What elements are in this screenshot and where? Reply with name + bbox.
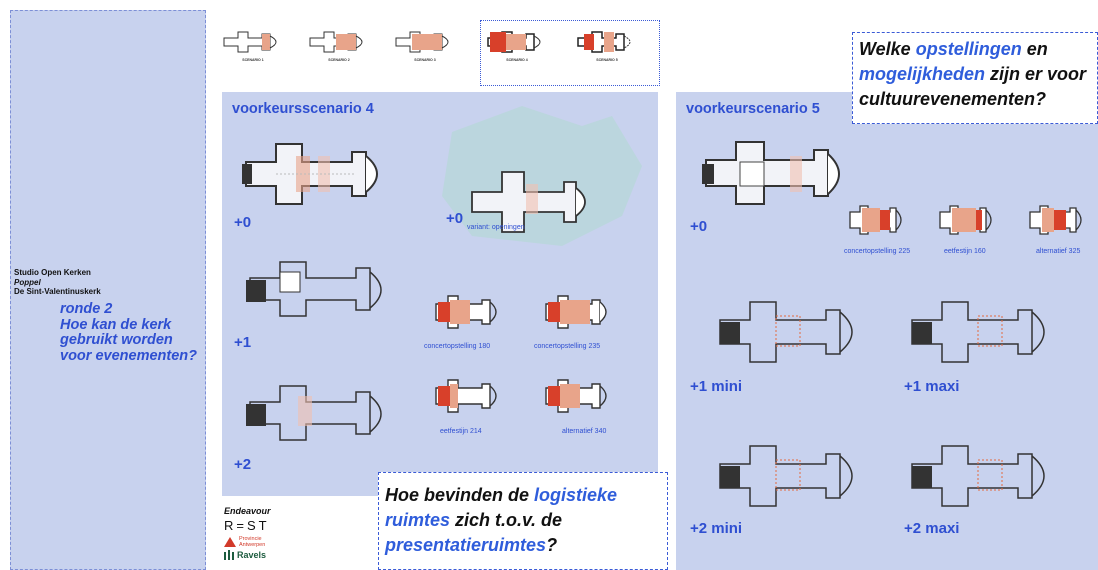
level-5-2-mini: +2 mini xyxy=(690,520,743,537)
plan-5-level-2-maxi xyxy=(911,445,1045,507)
q2-highlight-3: presentatieruimtes xyxy=(385,535,547,555)
scenario-5-panel: voorkeurscenario 5 +0 concertopstelling … xyxy=(676,92,1098,570)
setup-4-thumb-2 xyxy=(545,295,607,329)
round-question-3: voor evenementen? xyxy=(60,347,197,364)
scenario-thumb-3[interactable]: SCENARIO 3 xyxy=(392,26,458,76)
scenario-strip: SCENARIO 1 SCENARIO 2 SCENARIO 3 SCENARI… xyxy=(214,10,662,90)
plan-4-variant xyxy=(442,106,642,246)
plan-5-level-1-mini xyxy=(719,301,853,363)
provincie-logo: Provincie Antwerpen xyxy=(224,536,284,548)
scenario-5-title: voorkeurscenario 5 xyxy=(686,101,820,117)
plan-5-level-0 xyxy=(702,141,840,205)
q1-part-3: zijn er voor xyxy=(985,64,1087,84)
round-heading: ronde 2 Hoe kan de kerk gebruikt worden … xyxy=(60,301,197,364)
setup-5-caption-1: concertopstelling 225 xyxy=(844,248,911,255)
place-name: Poppel xyxy=(14,277,41,287)
q1-part-1: Welke xyxy=(859,39,916,59)
level-4-variant: +0 xyxy=(446,210,464,227)
level-5-1-mini: +1 mini xyxy=(690,378,743,395)
question-box-logistics: Hoe bevinden de logistieke ruimtes zich … xyxy=(378,472,668,570)
endeavour-logo: Endeavour xyxy=(224,506,271,516)
round-label: ronde 2 xyxy=(60,301,113,317)
scenario-4-panel: voorkeursscenario 4 +0 +0 variant: openi… xyxy=(222,92,658,496)
sidebar-panel xyxy=(10,10,206,570)
setup-5-thumb-1 xyxy=(849,205,902,235)
scenario-label-2: SCENARIO 2 xyxy=(328,58,350,62)
scenario-label-4: SCENARIO 4 xyxy=(506,58,528,62)
scenario-label-5: SCENARIO 5 xyxy=(596,58,618,62)
setup-5-thumb-2 xyxy=(939,205,992,235)
plan-5-level-2-mini xyxy=(719,445,853,507)
scenario-label-1: SCENARIO 1 xyxy=(242,58,264,62)
level-4-2: +2 xyxy=(234,456,252,473)
ravels-text: Ravels xyxy=(237,550,267,560)
antwerpen-text: Antwerpen xyxy=(239,542,266,548)
q2-highlight-1: logistieke xyxy=(534,485,618,505)
ravels-logo: Ravels xyxy=(224,550,284,560)
selected-scenarios-frame xyxy=(480,20,660,86)
setup-4-caption-2: concertopstelling 235 xyxy=(534,343,601,350)
q1-part-4: cultuurevenementen? xyxy=(859,89,1047,109)
level-5-0: +0 xyxy=(690,218,708,235)
q2-part-1: Hoe bevinden de xyxy=(385,485,535,505)
setup-5-thumb-3 xyxy=(1029,205,1082,235)
scenario-4-title: voorkeursscenario 4 xyxy=(232,101,374,117)
church-name: De Sint-Valentinuskerk xyxy=(14,287,101,296)
q1-highlight-1: opstellingen xyxy=(915,39,1022,59)
variant-caption: variant: openingen xyxy=(467,224,525,231)
triangle-icon xyxy=(224,537,236,547)
setup-4-thumb-1 xyxy=(435,295,497,329)
round-question-2: gebruikt worden xyxy=(60,332,173,348)
setup-5-caption-2: eetfestijn 160 xyxy=(944,248,986,255)
q2-part-3: ? xyxy=(546,535,558,555)
scenario-thumb-2[interactable]: SCENARIO 2 xyxy=(306,26,372,76)
question-box-setups: Welke opstellingen en mogelijkheden zijn… xyxy=(852,32,1098,124)
partner-logos: Endeavour R=ST Provincie Antwerpen Ravel… xyxy=(224,506,284,570)
q1-highlight-2: mogelijkheden xyxy=(859,64,986,84)
q1-part-2: en xyxy=(1021,39,1048,59)
setup-4-caption-1: concertopstelling 180 xyxy=(424,343,491,350)
level-4-1: +1 xyxy=(234,334,252,351)
plan-4-level-1 xyxy=(246,261,382,317)
studio-info: Studio Open Kerken Poppel De Sint-Valent… xyxy=(14,268,101,297)
round-question-1: Hoe kan de kerk xyxy=(60,316,172,333)
provincie-text: Provincie xyxy=(239,536,262,542)
rest-logo: R=ST xyxy=(224,518,270,533)
ravels-icon xyxy=(224,550,234,560)
setup-4-thumb-3 xyxy=(435,379,497,413)
plan-4-level-2 xyxy=(246,385,382,441)
setup-5-caption-3: alternatief 325 xyxy=(1036,248,1081,255)
setup-4-caption-4: alternatief 340 xyxy=(562,428,607,435)
setup-4-thumb-4 xyxy=(545,379,607,413)
q2-part-2: zich t.o.v. de xyxy=(450,510,563,530)
setup-4-caption-3: eetfestijn 214 xyxy=(440,428,482,435)
level-5-2-maxi: +2 maxi xyxy=(904,520,960,537)
scenario-label-3: SCENARIO 3 xyxy=(414,58,436,62)
scenario-thumb-4[interactable]: SCENARIO 4 xyxy=(484,26,550,76)
scenario-thumb-1[interactable]: SCENARIO 1 xyxy=(220,26,286,76)
studio-name: Studio Open Kerken xyxy=(14,268,91,277)
level-4-0: +0 xyxy=(234,214,252,231)
plan-5-level-1-maxi xyxy=(911,301,1045,363)
q2-highlight-2: ruimtes xyxy=(385,510,451,530)
level-5-1-maxi: +1 maxi xyxy=(904,378,960,395)
plan-4-level-0 xyxy=(242,143,378,205)
scenario-thumb-5[interactable]: SCENARIO 5 xyxy=(574,26,640,76)
